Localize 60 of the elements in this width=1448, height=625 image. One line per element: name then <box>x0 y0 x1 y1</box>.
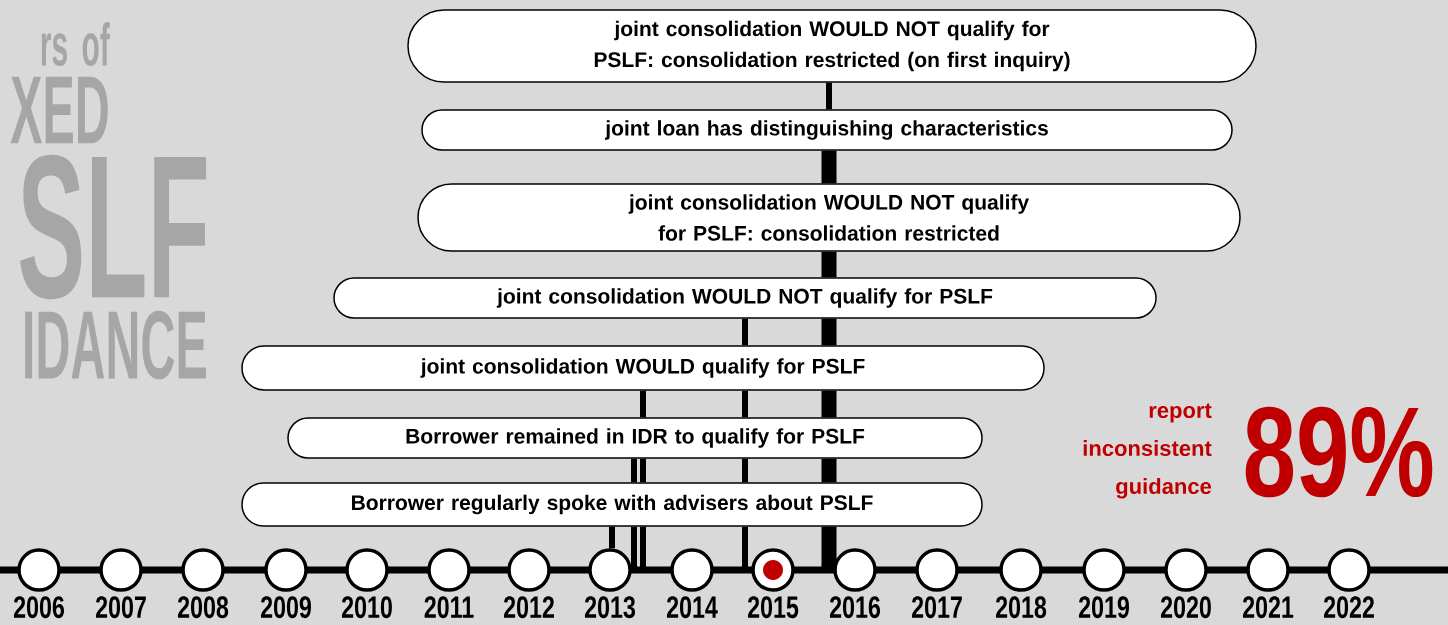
timeline-dot <box>588 548 632 592</box>
timeline-dot <box>17 548 61 592</box>
connector-line <box>640 390 646 418</box>
timeline-dot <box>1327 548 1371 592</box>
year-label: 2010 <box>341 596 392 619</box>
connector-line <box>821 458 837 483</box>
event-box: joint consolidation WOULD NOT qualify for PSLF <box>333 277 1157 319</box>
timeline-dot <box>181 548 225 592</box>
year-label: 2011 <box>424 596 474 619</box>
timeline-dot <box>1246 548 1290 592</box>
year-label: 2018 <box>995 596 1047 619</box>
event-box: joint loan has distinguishing characteristics <box>421 109 1233 151</box>
timeline-dot <box>751 548 795 592</box>
year-label: 2017 <box>911 596 962 619</box>
event-box: joint consolidation WOULD qualify for PSLF <box>241 345 1045 391</box>
timeline-dot <box>1164 548 1208 592</box>
timeline-dot <box>999 548 1043 592</box>
year-label: 2014 <box>666 596 718 619</box>
timeline-dot <box>345 548 389 592</box>
connector-line <box>631 458 637 483</box>
year-label: 2019 <box>1078 596 1129 619</box>
timeline-dot <box>670 548 714 592</box>
year-label: 2012 <box>503 596 554 619</box>
connector-line <box>609 526 615 549</box>
timeline-dot <box>99 548 143 592</box>
year-label: 2022 <box>1323 596 1374 619</box>
timeline-dot <box>915 548 959 592</box>
event-box: joint consolidation WOULD NOT qualify for PSLF: consolidation restricted <box>417 183 1241 252</box>
year-label: 2020 <box>1160 596 1211 619</box>
connector-line <box>640 458 646 483</box>
timeline-dot <box>427 548 471 592</box>
event-box: joint consolidation WOULD NOT qualify for PSLF: consolidation restricted (on first inquiry) <box>407 9 1257 83</box>
stat-text: report inconsistent guidance <box>1083 403 1212 499</box>
year-label: 2016 <box>829 596 880 619</box>
connector-line <box>826 82 832 110</box>
connector-line <box>821 318 837 346</box>
timeline-dot <box>833 548 877 592</box>
connector-line <box>742 390 748 418</box>
year-label: 2021 <box>1242 596 1294 619</box>
stat-number: 89% <box>1245 406 1433 498</box>
year-label: 2006 <box>13 596 64 619</box>
connector-line <box>821 251 837 278</box>
year-label: 2013 <box>584 596 635 619</box>
year-label: 2015 <box>747 596 799 619</box>
connector-line <box>821 390 837 418</box>
year-label: 2007 <box>95 596 146 619</box>
connector-line <box>631 526 637 570</box>
timeline-dot <box>507 548 551 592</box>
connector-line <box>821 150 837 184</box>
event-box: Borrower regularly spoke with advisers about PSLF <box>241 482 983 527</box>
connector-line <box>742 526 748 570</box>
year-label: 2009 <box>260 596 311 619</box>
timeline-dot <box>264 548 308 592</box>
event-box: Borrower remained in IDR to qualify for PSLF <box>287 417 983 459</box>
timeline-dot <box>1082 548 1126 592</box>
year-label: 2008 <box>177 596 229 619</box>
connector-line <box>742 458 748 483</box>
connector-line <box>742 318 748 346</box>
connector-line <box>821 526 837 570</box>
connector-line <box>640 526 646 570</box>
